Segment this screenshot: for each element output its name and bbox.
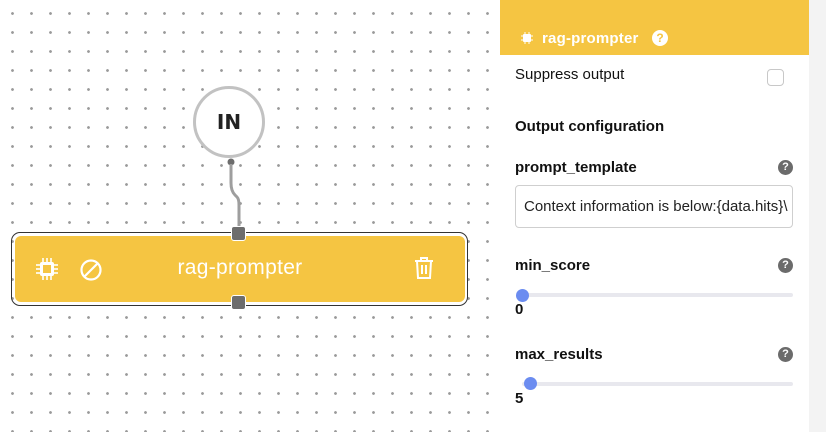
- help-icon[interactable]: ?: [778, 258, 793, 273]
- config-panel: rag-prompter ? Suppress output Output co…: [500, 0, 809, 432]
- prompt-template-input[interactable]: Context information is below:{data.hits}…: [515, 185, 793, 228]
- flow-canvas[interactable]: IN rag-prompter: [0, 0, 500, 432]
- max-results-label: max_results: [515, 346, 603, 363]
- min-score-label: min_score: [515, 257, 591, 274]
- max-results-slider-thumb[interactable]: [524, 377, 537, 390]
- input-node[interactable]: IN: [193, 86, 265, 158]
- rag-prompter-node[interactable]: rag-prompter: [15, 236, 465, 302]
- node-input-handle[interactable]: [231, 226, 246, 241]
- suppress-output-checkbox[interactable]: [767, 69, 784, 86]
- prompt-template-label: prompt_template: [515, 159, 637, 176]
- panel-header: rag-prompter ?: [500, 0, 809, 55]
- node-output-handle[interactable]: [231, 295, 246, 310]
- min-score-value: 0: [515, 301, 524, 318]
- chip-icon: [521, 32, 533, 44]
- help-icon[interactable]: ?: [778, 160, 793, 175]
- suppress-output-label: Suppress output: [515, 66, 625, 83]
- min-score-slider[interactable]: [522, 293, 793, 297]
- max-results-slider[interactable]: [522, 382, 793, 386]
- trash-icon[interactable]: [413, 256, 435, 280]
- max-results-value: 5: [515, 390, 524, 407]
- chip-icon: [36, 258, 58, 280]
- help-icon[interactable]: ?: [652, 30, 668, 46]
- edge-connector: [227, 158, 241, 227]
- section-title: Output configuration: [515, 118, 665, 135]
- input-node-label: IN: [216, 110, 242, 134]
- panel-scrollbar[interactable]: [809, 0, 826, 432]
- min-score-slider-thumb[interactable]: [516, 289, 529, 302]
- help-icon[interactable]: ?: [778, 347, 793, 362]
- panel-title: rag-prompter: [542, 30, 639, 47]
- ban-icon[interactable]: [79, 258, 103, 282]
- node-title: rag-prompter: [177, 256, 303, 279]
